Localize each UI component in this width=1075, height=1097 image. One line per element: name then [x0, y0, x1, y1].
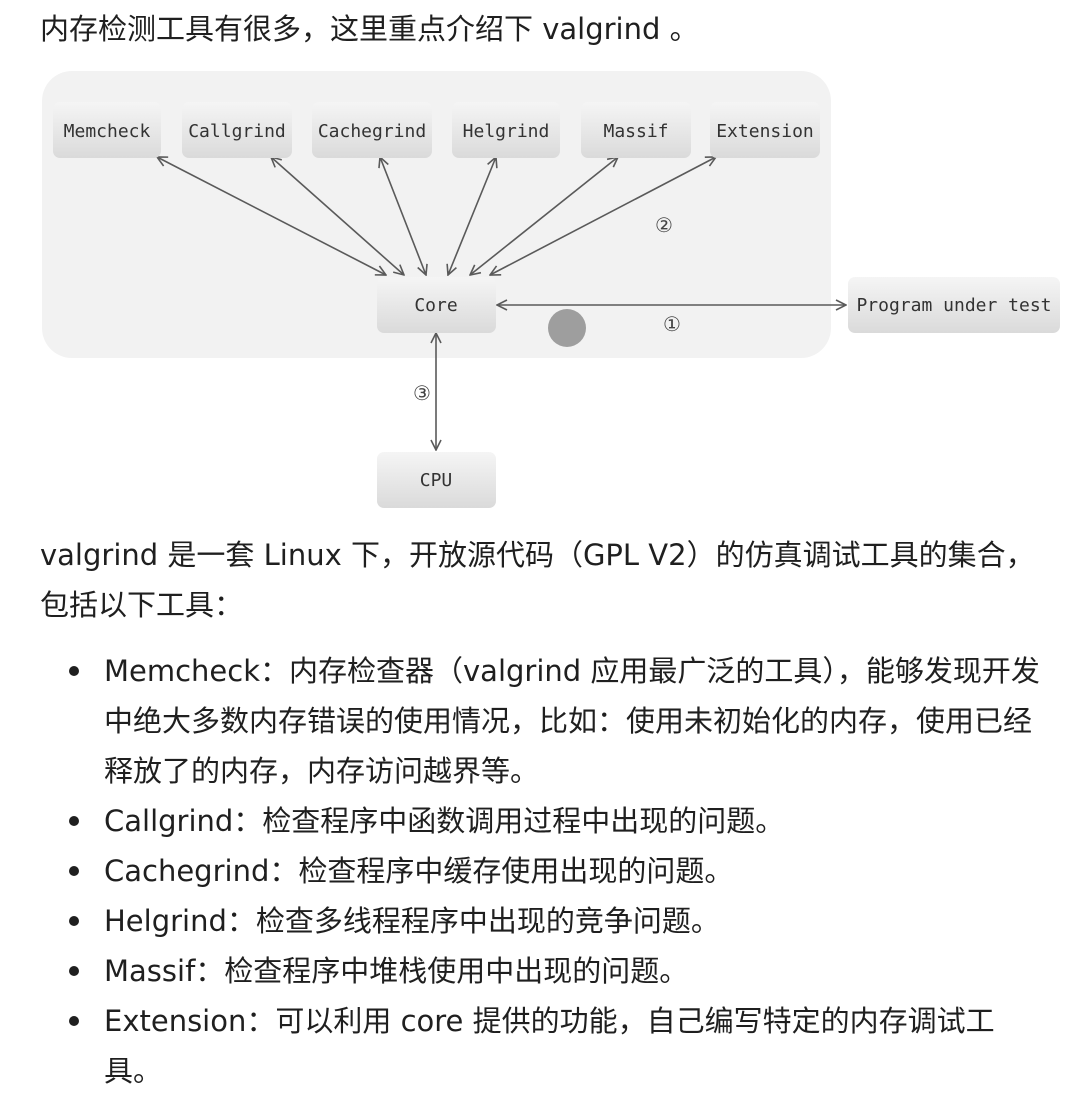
tool-label-helgrind: Helgrind: [463, 121, 550, 142]
marker-two: ②: [655, 213, 673, 237]
core-box: Core: [377, 277, 496, 333]
diagram-canvas: Memcheck Callgrind Cachegrind Helgrind M…: [42, 71, 1060, 508]
tool-box-helgrind: Helgrind: [452, 102, 560, 158]
marker-three: ③: [413, 381, 431, 405]
arrow-core-cachegrind: [380, 157, 426, 275]
marker-one: ①: [663, 312, 681, 336]
list-item-extension: Extension：可以利用 core 提供的功能，自己编写特定的内存调试工具。: [69, 996, 1049, 1096]
list-item-helgrind: Helgrind：检查多线程程序中出现的竞争问题。: [69, 896, 1049, 946]
tool-label-cachegrind: Cachegrind: [318, 121, 426, 142]
cpu-label: CPU: [420, 470, 453, 491]
list-item-callgrind: Callgrind：检查程序中函数调用过程中出现的问题。: [69, 796, 1049, 846]
description-paragraph: valgrind 是一套 Linux 下，开放源代码（GPL V2）的仿真调试工…: [40, 538, 1035, 622]
intro-paragraph: 内存检测工具有很多，这里重点介绍下 valgrind 。: [40, 12, 699, 46]
tool-label-memcheck: Memcheck: [64, 121, 151, 142]
tool-box-callgrind: Callgrind: [182, 102, 292, 158]
tool-label-extension: Extension: [716, 121, 814, 142]
list-item-cachegrind: Cachegrind：检查程序中缓存使用出现的问题。: [69, 846, 1049, 896]
tool-label-massif: Massif: [603, 121, 668, 142]
program-under-test-box: Program under test: [848, 277, 1060, 333]
tool-box-cachegrind: Cachegrind: [312, 102, 432, 158]
tool-label-callgrind: Callgrind: [188, 121, 286, 142]
cpu-box: CPU: [377, 452, 496, 508]
arrow-core-extension: [490, 157, 716, 275]
tool-list: Memcheck：内存检查器（valgrind 应用最广泛的工具），能够发现开发…: [69, 646, 1049, 1096]
tool-boxes: Memcheck Callgrind Cachegrind Helgrind M…: [53, 102, 820, 158]
tool-box-massif: Massif: [581, 102, 691, 158]
list-item-massif: Massif：检查程序中堆栈使用中出现的问题。: [69, 946, 1049, 996]
program-label: Program under test: [856, 295, 1051, 316]
valgrind-architecture-diagram: Memcheck Callgrind Cachegrind Helgrind M…: [0, 65, 1075, 515]
tool-box-extension: Extension: [710, 102, 820, 158]
list-item-memcheck: Memcheck：内存检查器（valgrind 应用最广泛的工具），能够发现开发…: [69, 646, 1049, 796]
core-label: Core: [414, 295, 457, 316]
tool-arrows: [157, 157, 846, 450]
tool-box-memcheck: Memcheck: [53, 102, 161, 158]
gray-dot: [548, 309, 586, 347]
